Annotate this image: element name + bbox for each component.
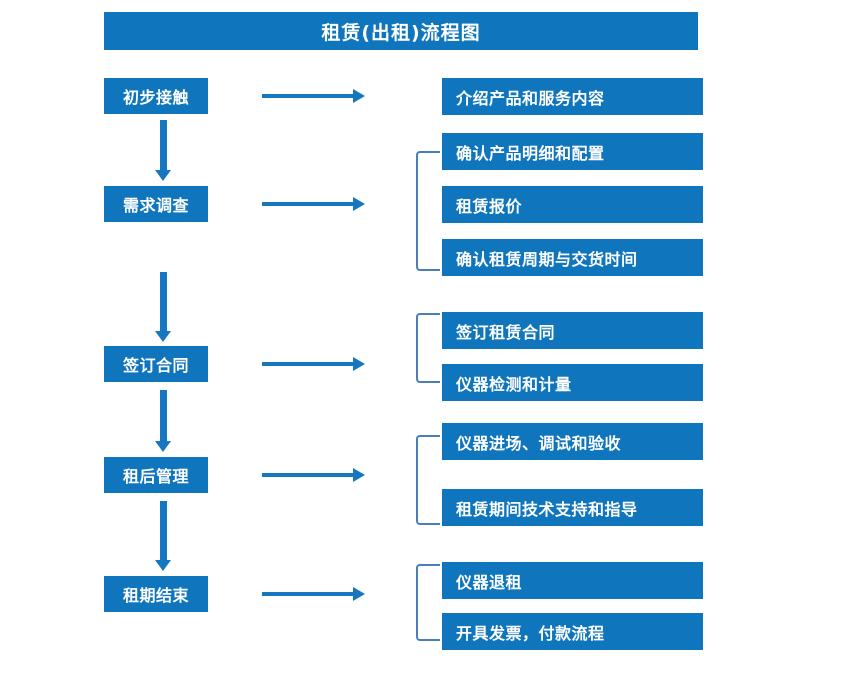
arrow-shaft — [262, 94, 354, 98]
group-bracket-post-rental-management — [416, 435, 440, 525]
horizontal-arrow-stage4 — [262, 468, 365, 482]
detail-box-instrument-return[interactable]: 仪器退租 — [442, 562, 703, 599]
arrow-head-icon — [155, 441, 171, 452]
horizontal-arrow-stage2 — [262, 197, 365, 211]
horizontal-arrow-stage1 — [262, 89, 365, 103]
stage-box-initial-contact[interactable]: 初步接触 — [104, 78, 208, 114]
stage-box-demand-survey[interactable]: 需求调查 — [104, 186, 208, 222]
detail-box-confirm-product-details[interactable]: 确认产品明细和配置 — [442, 133, 703, 170]
arrow-stem — [160, 120, 167, 170]
arrow-shaft — [262, 362, 354, 366]
detail-box-sign-lease-contract[interactable]: 签订租赁合同 — [442, 312, 703, 349]
horizontal-arrow-stage3 — [262, 357, 365, 371]
arrow-stem — [160, 501, 167, 560]
detail-box-introduce-products[interactable]: 介绍产品和服务内容 — [442, 78, 703, 115]
detail-box-instrument-entry-commissioning[interactable]: 仪器进场、调试和验收 — [442, 423, 703, 460]
detail-box-invoice-payment[interactable]: 开具发票，付款流程 — [442, 613, 703, 650]
arrow-head-icon — [155, 331, 171, 342]
stage-box-lease-end[interactable]: 租期结束 — [104, 576, 208, 612]
arrow-shaft — [262, 473, 354, 477]
arrow-shaft — [262, 202, 354, 206]
group-bracket-demand-survey — [416, 151, 440, 271]
arrow-head-icon — [353, 357, 365, 371]
arrow-stem — [160, 390, 167, 441]
arrow-head-icon — [353, 89, 365, 103]
detail-box-instrument-inspection[interactable]: 仪器检测和计量 — [442, 364, 703, 401]
arrow-head-icon — [353, 197, 365, 211]
horizontal-arrow-stage5 — [262, 587, 365, 601]
stage-box-post-rental-management[interactable]: 租后管理 — [104, 457, 208, 493]
detail-box-rental-quotation[interactable]: 租赁报价 — [442, 186, 703, 223]
arrow-stem — [160, 272, 167, 331]
group-bracket-lease-end — [416, 564, 440, 641]
arrow-shaft — [262, 592, 354, 596]
detail-box-technical-support[interactable]: 租赁期间技术支持和指导 — [442, 489, 703, 526]
arrow-head-icon — [155, 560, 171, 571]
diagram-title: 租赁(出租)流程图 — [104, 12, 698, 50]
group-bracket-sign-contract — [416, 313, 440, 383]
detail-box-confirm-lease-period[interactable]: 确认租赁周期与交货时间 — [442, 239, 703, 276]
arrow-head-icon — [155, 170, 171, 181]
arrow-head-icon — [353, 587, 365, 601]
stage-box-sign-contract[interactable]: 签订合同 — [104, 346, 208, 382]
arrow-head-icon — [353, 468, 365, 482]
